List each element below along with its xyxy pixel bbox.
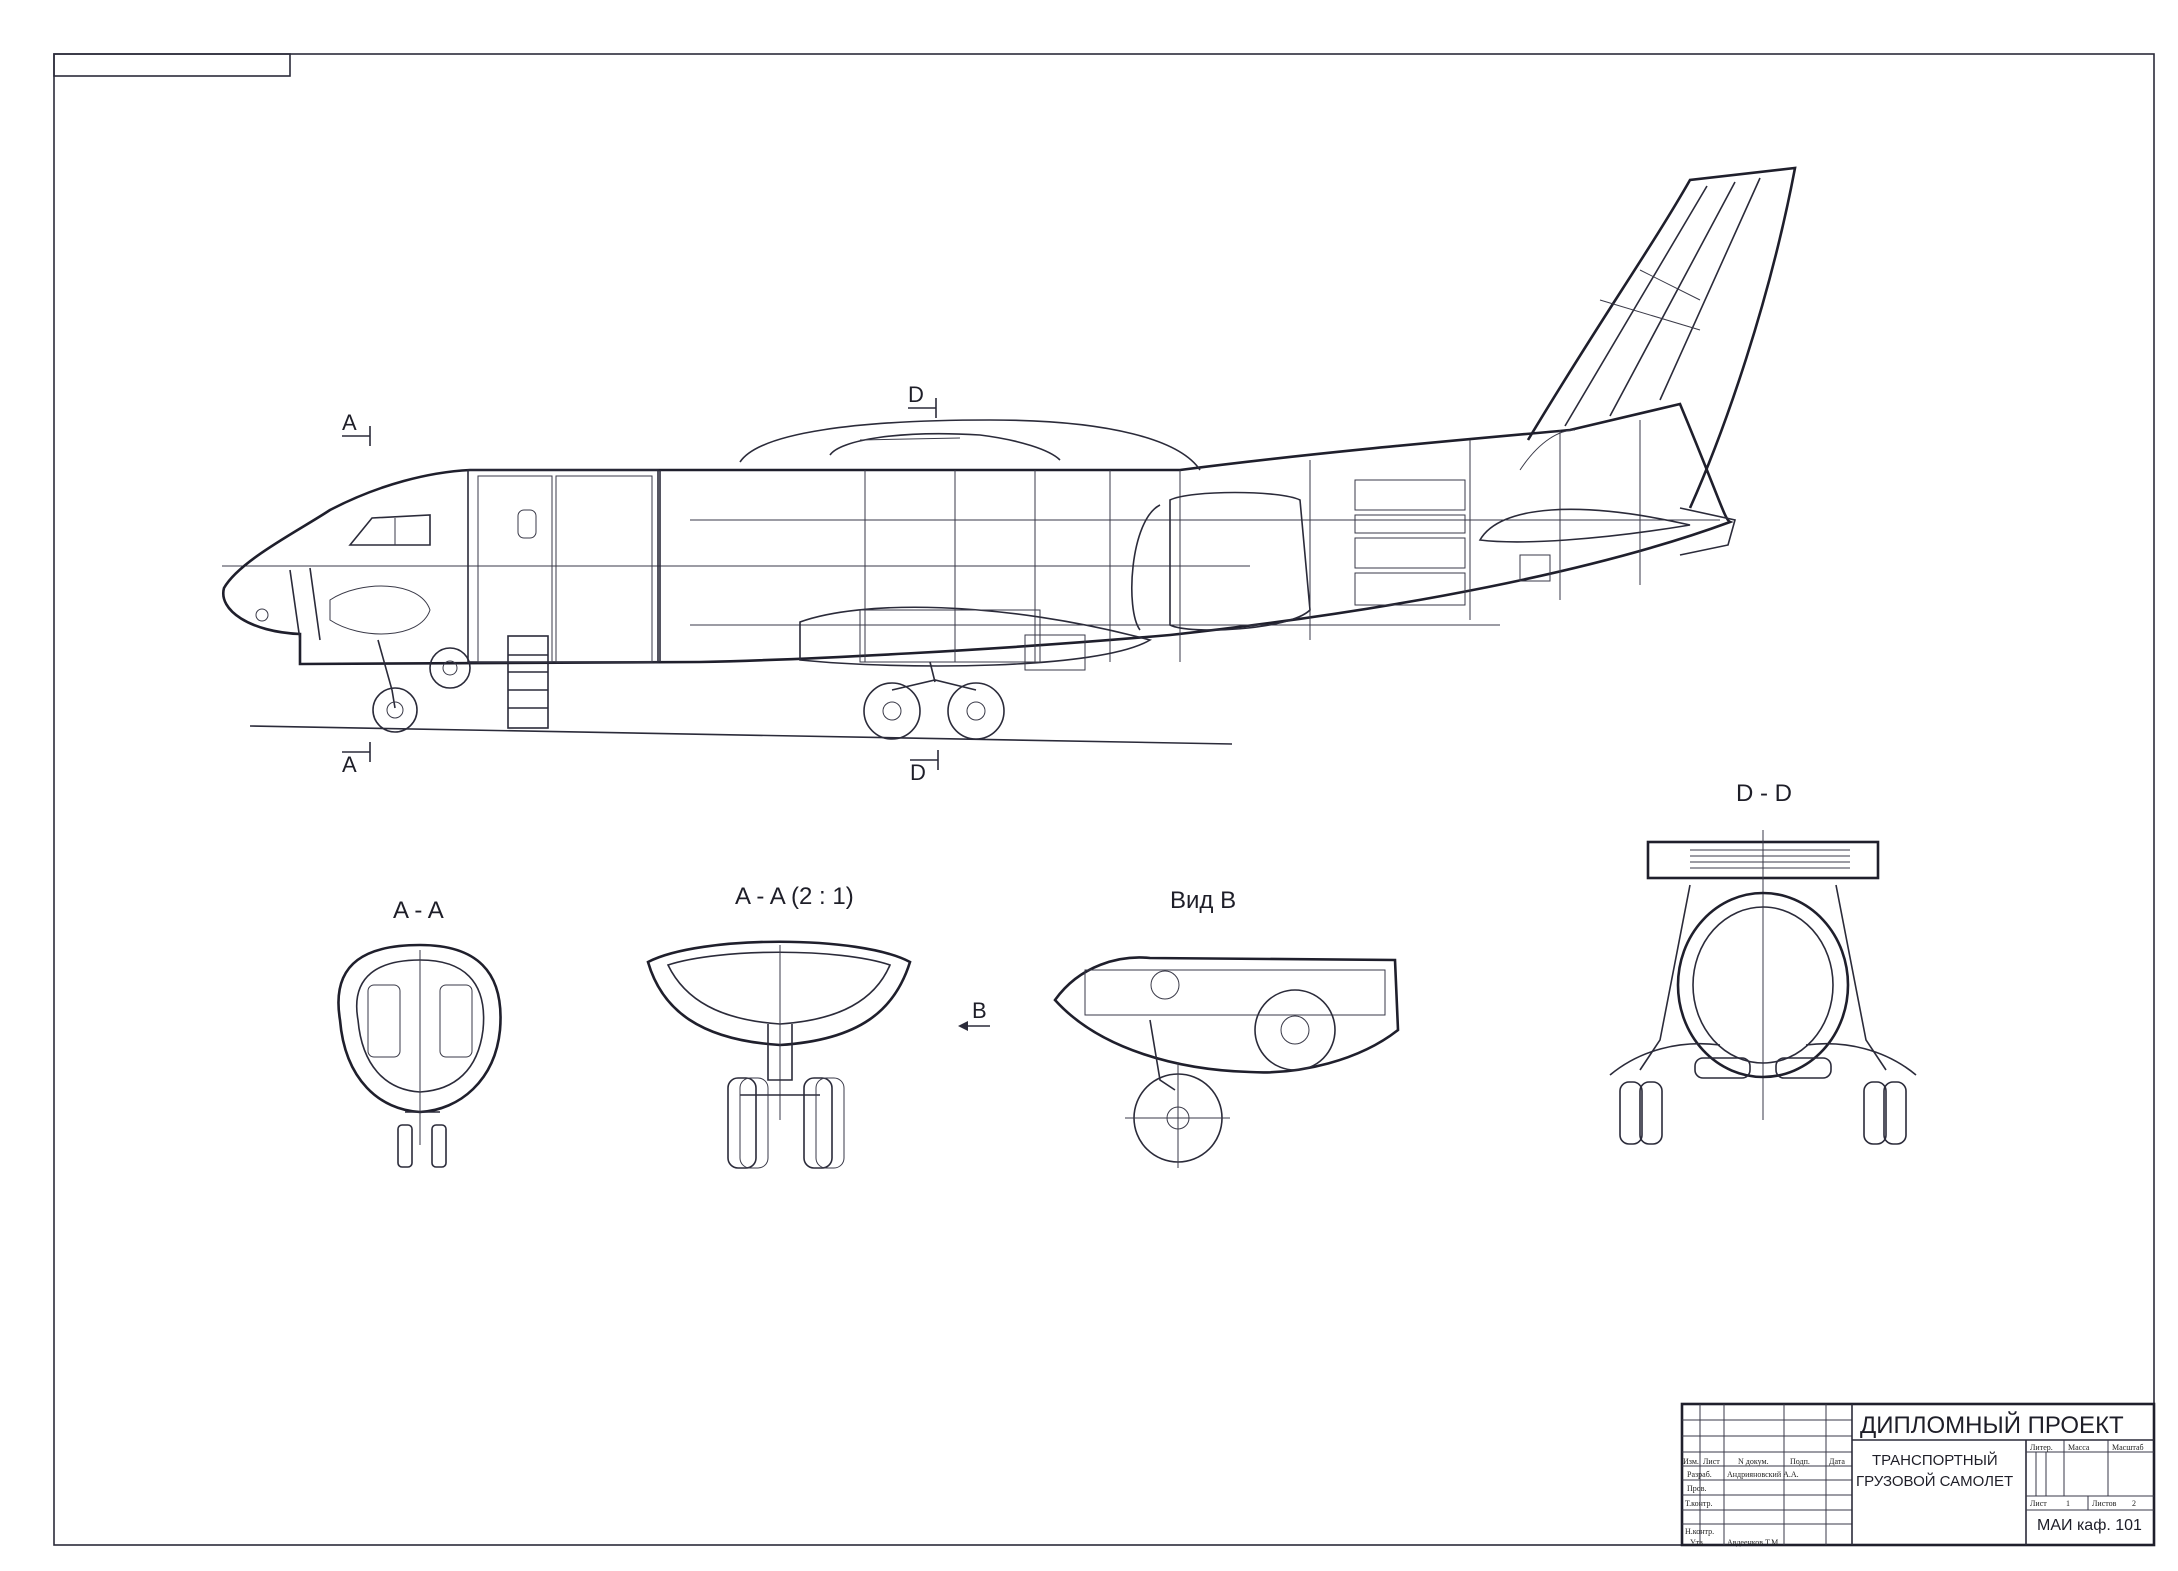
svg-text:Т.контр.: Т.контр. xyxy=(1685,1499,1712,1508)
section-mark-a-bottom: A xyxy=(342,742,371,777)
svg-text:Разраб.: Разраб. xyxy=(1687,1470,1712,1479)
svg-text:Пров.: Пров. xyxy=(1687,1484,1707,1493)
view-d-d: D - D xyxy=(1609,780,1917,1145)
svg-text:A: A xyxy=(342,752,357,777)
section-mark-a-top: A xyxy=(342,410,371,446)
svg-text:D - D: D - D xyxy=(1736,780,1792,807)
svg-text:D: D xyxy=(908,382,924,407)
section-mark-d-bottom: D xyxy=(910,750,939,785)
svg-text:Н.контр.: Н.контр. xyxy=(1685,1527,1714,1536)
svg-text:Дата: Дата xyxy=(1829,1457,1845,1466)
title-block: ДИПЛОМНЫЙ ПРОЕКТ ТРАНСПОРТНЫЙ ГРУЗОВОЙ С… xyxy=(1680,1402,2156,1547)
svg-text:Вид В: Вид В xyxy=(1170,887,1236,914)
svg-text:D: D xyxy=(910,760,926,785)
svg-text:Авдеенков Т.М.: Авдеенков Т.М. xyxy=(1727,1538,1780,1547)
svg-text:Масса: Масса xyxy=(2068,1443,2090,1452)
svg-text:2: 2 xyxy=(2132,1499,2136,1508)
svg-text:Подп.: Подп. xyxy=(1790,1457,1810,1466)
view-b: Вид В xyxy=(1053,887,1400,1168)
svg-text:Листов: Листов xyxy=(2092,1499,2117,1508)
view-b-arrow: B xyxy=(958,998,990,1031)
svg-text:Андрияновский А.А.: Андрияновский А.А. xyxy=(1727,1470,1799,1479)
svg-text:Масштаб: Масштаб xyxy=(2112,1443,2144,1452)
view-a-a-scaled: A - A (2 : 1) xyxy=(646,883,912,1169)
section-mark-d-top: D xyxy=(908,382,937,418)
title-name-line1: ТРАНСПОРТНЫЙ xyxy=(1872,1451,1998,1469)
svg-text:Лист: Лист xyxy=(2030,1499,2047,1508)
svg-text:Утв.: Утв. xyxy=(1690,1538,1705,1547)
svg-text:A - A: A - A xyxy=(393,897,444,924)
svg-text:N докум.: N докум. xyxy=(1738,1457,1769,1466)
svg-text:B: B xyxy=(972,998,987,1023)
title-org: МАИ каф. 101 xyxy=(2037,1517,2142,1534)
svg-text:Изм.: Изм. xyxy=(1683,1457,1699,1466)
title-project: ДИПЛОМНЫЙ ПРОЕКТ xyxy=(1860,1411,2124,1439)
svg-text:A: A xyxy=(342,410,357,435)
view-a-a: A - A xyxy=(337,897,502,1168)
svg-text:A - A (2 : 1): A - A (2 : 1) xyxy=(735,883,854,910)
svg-text:Литер.: Литер. xyxy=(2030,1443,2053,1452)
sheet-frame xyxy=(53,53,2155,1546)
svg-text:1: 1 xyxy=(2066,1499,2070,1508)
svg-text:Лист: Лист xyxy=(1703,1457,1720,1466)
aircraft-side-view xyxy=(221,166,1797,745)
title-name-line2: ГРУЗОВОЙ САМОЛЕТ xyxy=(1856,1472,2013,1490)
